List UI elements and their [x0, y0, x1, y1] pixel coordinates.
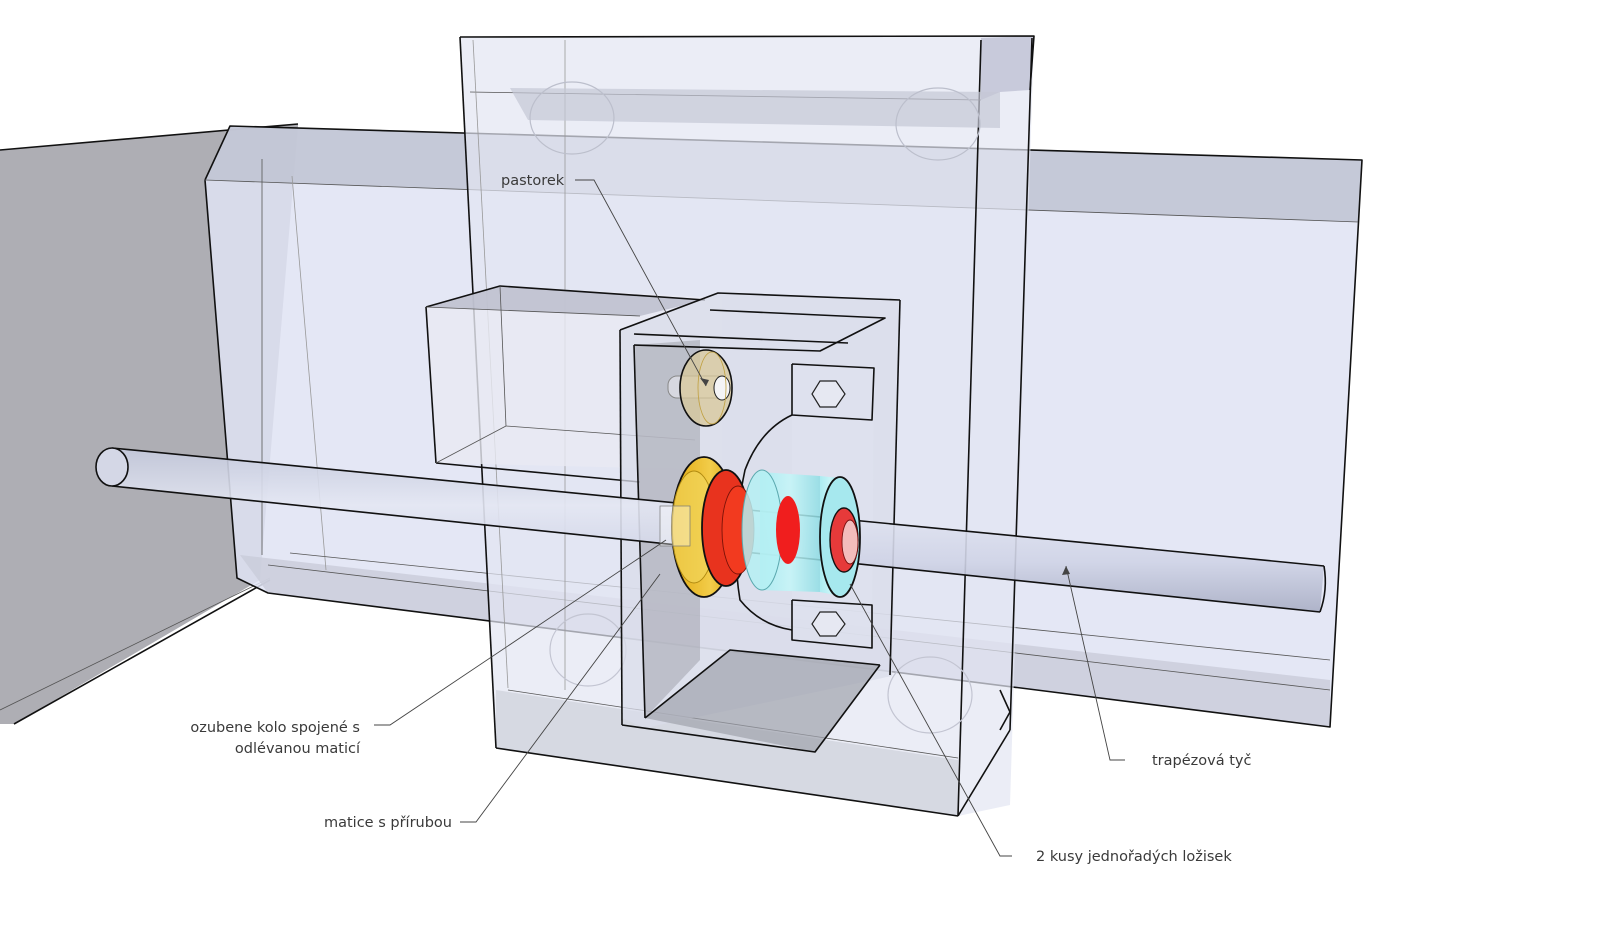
hex-bolt-icon	[811, 380, 846, 408]
label-bearings: 2 kusy jednořadých ložisek	[1036, 849, 1232, 865]
label-rod: trapézová tyč	[1152, 753, 1251, 769]
bearings	[741, 469, 861, 598]
pinion-gear	[667, 349, 733, 427]
hex-bolt-icon	[811, 611, 846, 637]
label-flange-nut: matice s přírubou	[324, 815, 452, 831]
label-gear-line1: ozubene kolo spojené s	[190, 720, 360, 736]
leader-lines	[374, 179, 1125, 857]
label-gear-line2: odlévanou maticí	[235, 741, 361, 757]
label-pinion: pastorek	[501, 173, 565, 189]
